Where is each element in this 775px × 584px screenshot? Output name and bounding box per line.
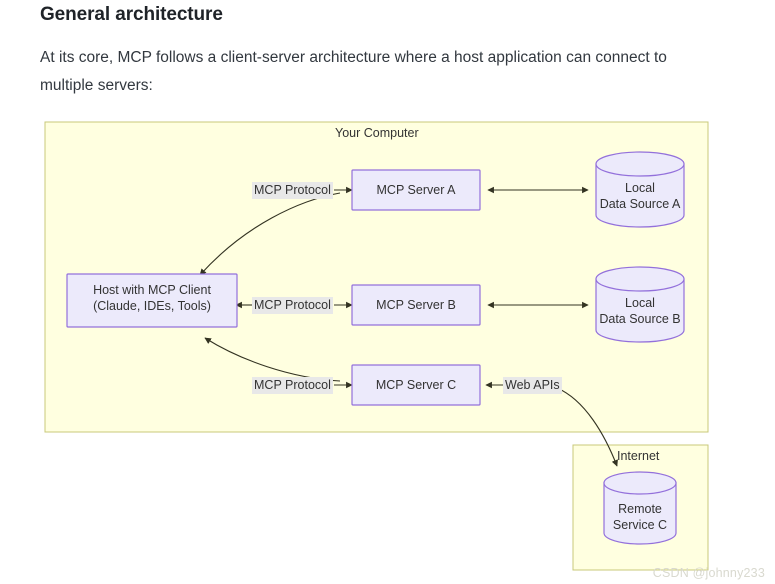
node-server-a[interactable] xyxy=(351,169,481,211)
cluster-label-internet: Internet xyxy=(617,449,660,463)
node-host[interactable] xyxy=(66,273,238,328)
node-data-b[interactable] xyxy=(595,266,685,343)
node-remote-c[interactable] xyxy=(603,471,677,545)
edge-label-host-server-a: MCP Protocol xyxy=(252,182,333,199)
node-data-a[interactable] xyxy=(595,151,685,228)
edge-label-server-c-remote-c: Web APIs xyxy=(503,377,562,394)
intro-paragraph: At its core, MCP follows a client-server… xyxy=(40,49,667,94)
watermark: CSDN @johnny233 xyxy=(652,566,765,580)
edge-webapis-remote-c-curve xyxy=(556,387,618,467)
edge-label-host-server-c: MCP Protocol xyxy=(252,377,333,394)
edge-label-host-server-b: MCP Protocol xyxy=(252,297,333,314)
node-server-b[interactable] xyxy=(351,284,481,326)
node-server-c[interactable] xyxy=(351,364,481,406)
page-title: General architecture xyxy=(40,4,223,25)
cluster-label-your-computer: Your Computer xyxy=(335,126,419,140)
